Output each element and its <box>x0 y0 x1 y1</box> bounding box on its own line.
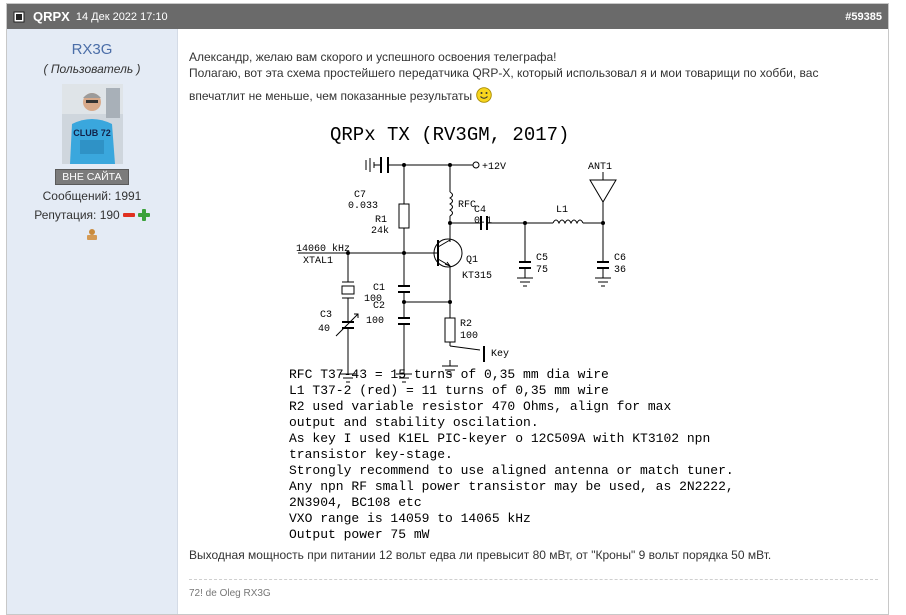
schematic-title: QRPx TX (RV3GM, 2017) <box>330 124 569 146</box>
reputation-plus-icon[interactable] <box>137 209 150 221</box>
user-role: ( Пользователь ) <box>43 62 141 76</box>
message-after-diagram: Выходная мощность при питании 12 вольт е… <box>189 548 772 562</box>
note-line: transistor key-stage. <box>289 447 453 462</box>
username-link[interactable]: RX3G <box>71 41 113 58</box>
note-line: Any npn RF small power transistor may be… <box>289 479 734 494</box>
schematic-notes: RFC T37-43 = 15 turns of 0,35 mm dia wir… <box>289 367 734 543</box>
post-content: Александр, желаю вам скорого и успешного… <box>178 29 888 614</box>
label-q1-model: KT315 <box>462 271 492 282</box>
note-line: RFC T37-43 = 15 turns of 0,35 mm dia wir… <box>289 367 609 382</box>
label-rfc: RFC <box>458 200 476 211</box>
note-line: Strongly recommend to use aligned antenn… <box>289 463 734 478</box>
forum-post: QRPX 14 Дек 2022 17:10 #59385 RX3G ( Пол… <box>6 3 889 615</box>
label-xtal-freq: 14060 kHz <box>296 243 350 255</box>
post-title: QRPX <box>33 9 70 24</box>
label-r2: R2 <box>460 319 472 330</box>
user-profile-panel: RX3G ( Пользователь ) CLUB 72 ВНЕ САЙТА … <box>7 29 178 614</box>
schematic-diagram: QRPx TX (RV3GM, 2017) <box>296 124 626 383</box>
label-l1: L1 <box>556 205 568 216</box>
post-number-link[interactable]: #59385 <box>845 10 882 23</box>
label-c2-value: 100 <box>366 316 384 327</box>
reputation-minus-icon[interactable] <box>122 213 135 217</box>
post-date: 14 Дек 2022 17:10 <box>75 10 168 23</box>
message-line-3: впечатлит не меньше, чем показанные резу… <box>189 89 473 103</box>
label-q1: Q1 <box>466 255 478 266</box>
label-r1-value: 24k <box>371 225 389 237</box>
avatar-caption: CLUB 72 <box>73 128 111 138</box>
note-line: R2 used variable resistor 470 Ohms, alig… <box>289 399 672 414</box>
signature: 72! de Oleg RX3G <box>189 588 271 599</box>
message-line-1: Александр, желаю вам скорого и успешного… <box>189 50 557 64</box>
label-c3-value: 40 <box>318 324 330 335</box>
label-c7-value: 0.033 <box>348 201 378 212</box>
note-line: 2N3904, BC108 etc <box>289 495 422 510</box>
note-line: As key I used K1EL PIC-keyer o 12C509A w… <box>289 431 711 446</box>
reputation-row: Репутация: 190 <box>7 208 177 222</box>
reputation-value: Репутация: 190 <box>34 208 120 222</box>
label-c1: C1 <box>373 283 385 294</box>
label-xtal: XTAL1 <box>303 256 333 267</box>
label-r2-value: 100 <box>460 331 478 342</box>
note-line: output and stability oscilation. <box>289 415 539 430</box>
label-ant: ANT1 <box>588 162 612 173</box>
note-line: VXO range is 14059 to 14065 kHz <box>289 511 531 526</box>
label-c1-value: 100 <box>364 294 382 305</box>
post-icon <box>13 11 25 23</box>
label-c4: C4 <box>474 205 486 216</box>
label-c2: C2 <box>373 301 385 312</box>
label-r1: R1 <box>375 215 387 226</box>
post-header: QRPX 14 Дек 2022 17:10 #59385 <box>7 4 888 29</box>
award-icon <box>7 226 177 245</box>
message-line-2: Полагаю, вот эта схема простейшего перед… <box>189 66 819 80</box>
note-line: L1 T37-2 (red) = 11 turns of 0,35 mm wir… <box>289 383 609 398</box>
smiley-icon <box>476 87 492 107</box>
signature-divider <box>189 579 878 580</box>
label-c4-value: 0.1 <box>474 216 492 227</box>
label-vcc: +12V <box>482 162 506 173</box>
note-line: Output power 75 mW <box>289 527 430 542</box>
label-c3: C3 <box>320 310 332 321</box>
avatar[interactable]: CLUB 72 <box>61 84 123 164</box>
message-count: Сообщений: 1991 <box>42 189 142 203</box>
status-badge: ВНЕ САЙТА <box>55 169 129 185</box>
label-key: Key <box>491 349 509 360</box>
label-c6: C6 <box>614 253 626 264</box>
label-c5-value: 75 <box>536 265 548 276</box>
label-c6-value: 36 <box>614 265 626 276</box>
label-c5: C5 <box>536 253 548 264</box>
label-c7: C7 <box>354 190 366 201</box>
